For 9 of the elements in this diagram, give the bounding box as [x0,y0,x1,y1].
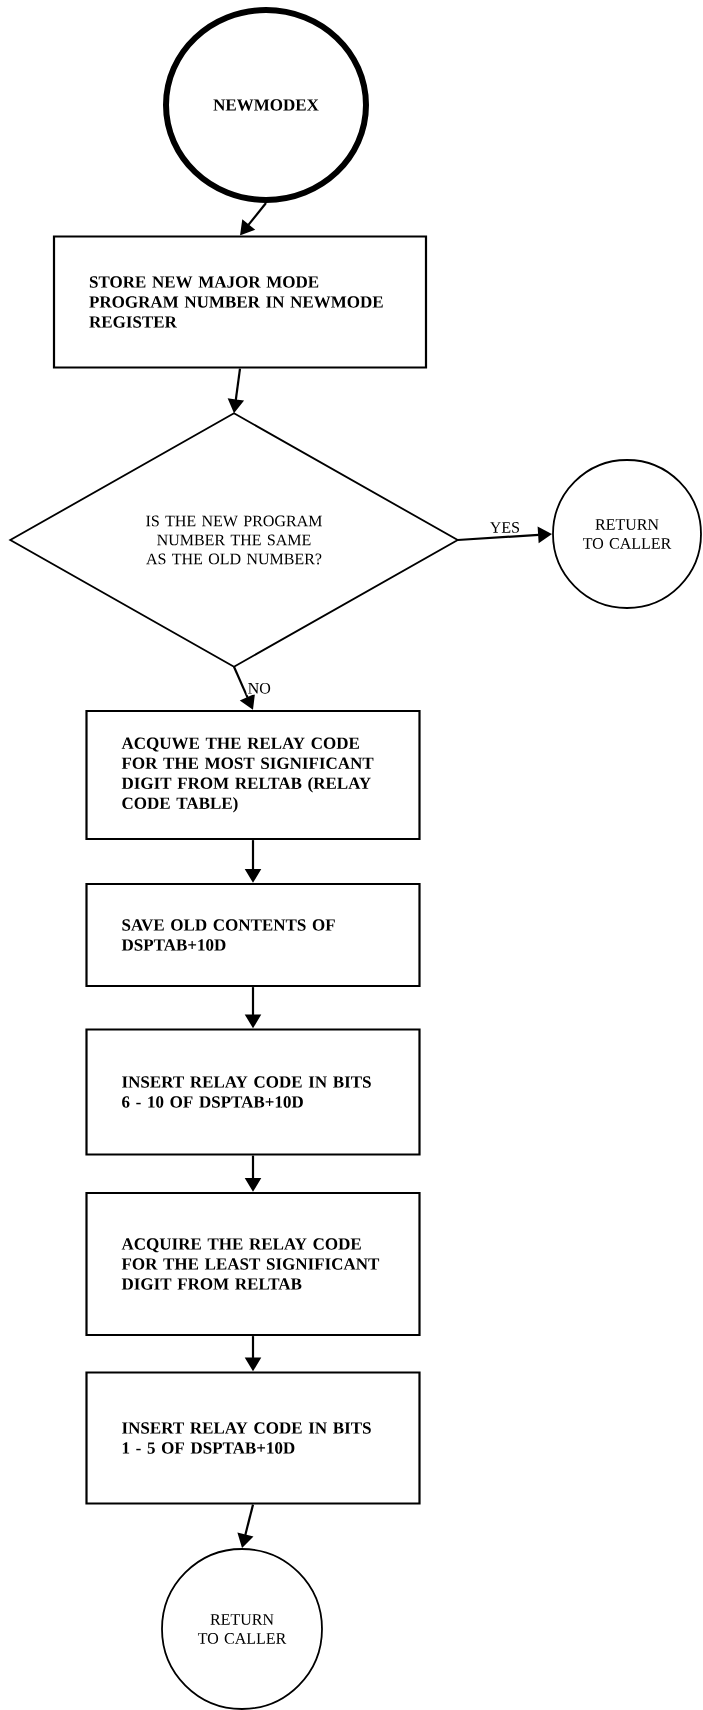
process-box: INSERT RELAY CODE IN BITS 6 - 10 OF DSPTAB+10D [85,1028,421,1156]
process-box: STORE NEW MAJOR MODE PROGRAM NUMBER IN NEWMODE REGISTER [52,235,428,369]
process-box: SAVE OLD CONTENTS OF DSPTAB+10D [85,882,421,988]
edge-label: NO [246,681,272,695]
process-box: INSERT RELAY CODE IN BITS 1 - 5 OF DSPTAB+10D [85,1371,421,1505]
start-connector: NEWMODEX [163,7,369,203]
process-box: ACQUIRE THE RELAY CODE FOR THE LEAST SIGNIFICANT DIGIT FROM RELTAB [85,1191,421,1337]
edge-label: YES [488,521,521,534]
process-box: ACQUWE THE RELAY CODE FOR THE MOST SIGNIFICANT DIGIT FROM RELTAB (RELAY CODE TABLE) [85,709,421,841]
